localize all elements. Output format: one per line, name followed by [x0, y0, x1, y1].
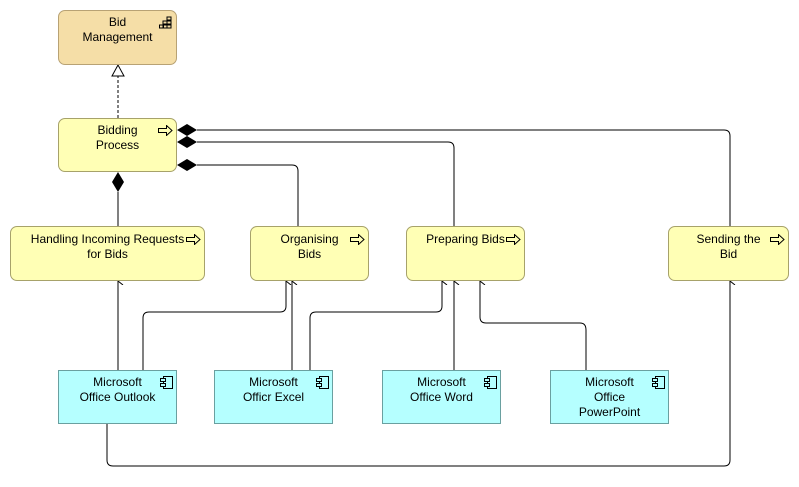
organising-bids-label: Organising Bids [280, 232, 339, 261]
serving-outlook-to-organising [142, 281, 286, 370]
component-icon [484, 376, 497, 389]
composition-bidding-to-preparing [177, 136, 455, 226]
serving-powerpoint-to-preparing [480, 281, 587, 370]
realization-bidding-to-bid-management [111, 63, 125, 118]
bidding-process-node[interactable]: Bidding Process [58, 118, 177, 172]
bid-management-label: Bid Management [82, 15, 153, 44]
capability-icon [159, 16, 172, 29]
handling-requests-node[interactable]: Handling Incoming Requests for Bids [10, 226, 205, 281]
bidding-process-label: Bidding Process [95, 123, 140, 152]
preparing-bids-node[interactable]: Preparing Bids [406, 226, 525, 281]
bid-management-node[interactable]: Bid Management [58, 10, 177, 65]
outlook-component-node[interactable]: Microsoft Office Outlook [58, 370, 177, 424]
word-label: Microsoft Office Word [410, 375, 473, 404]
word-component-node[interactable]: Microsoft Office Word [382, 370, 501, 424]
composition-bidding-to-organising [177, 159, 299, 226]
component-icon [652, 376, 665, 389]
sending-bid-node[interactable]: Sending the Bid [668, 226, 789, 281]
process-arrow-icon [770, 234, 785, 245]
process-arrow-icon [350, 234, 365, 245]
excel-component-node[interactable]: Microsoft Officr Excel [214, 370, 333, 424]
outlook-label: Microsoft Office Outlook [79, 375, 156, 404]
sending-bid-label: Sending the Bid [696, 232, 761, 261]
composition-bidding-to-handling [112, 172, 124, 226]
component-icon [160, 376, 173, 389]
composition-bidding-to-sending [177, 124, 731, 226]
process-arrow-icon [158, 125, 173, 136]
process-arrow-icon [506, 234, 521, 245]
powerpoint-component-node[interactable]: Microsoft Office PowerPoint [550, 370, 669, 424]
preparing-bids-label: Preparing Bids [426, 232, 505, 246]
serving-outlook-to-sending [106, 281, 730, 467]
process-arrow-icon [186, 234, 201, 245]
component-icon [316, 376, 329, 389]
excel-label: Microsoft Officr Excel [242, 375, 305, 404]
organising-bids-node[interactable]: Organising Bids [250, 226, 369, 281]
handling-requests-label: Handling Incoming Requests for Bids [30, 232, 185, 261]
serving-excel-to-preparing [309, 281, 442, 370]
powerpoint-label: Microsoft Office PowerPoint [578, 375, 641, 419]
